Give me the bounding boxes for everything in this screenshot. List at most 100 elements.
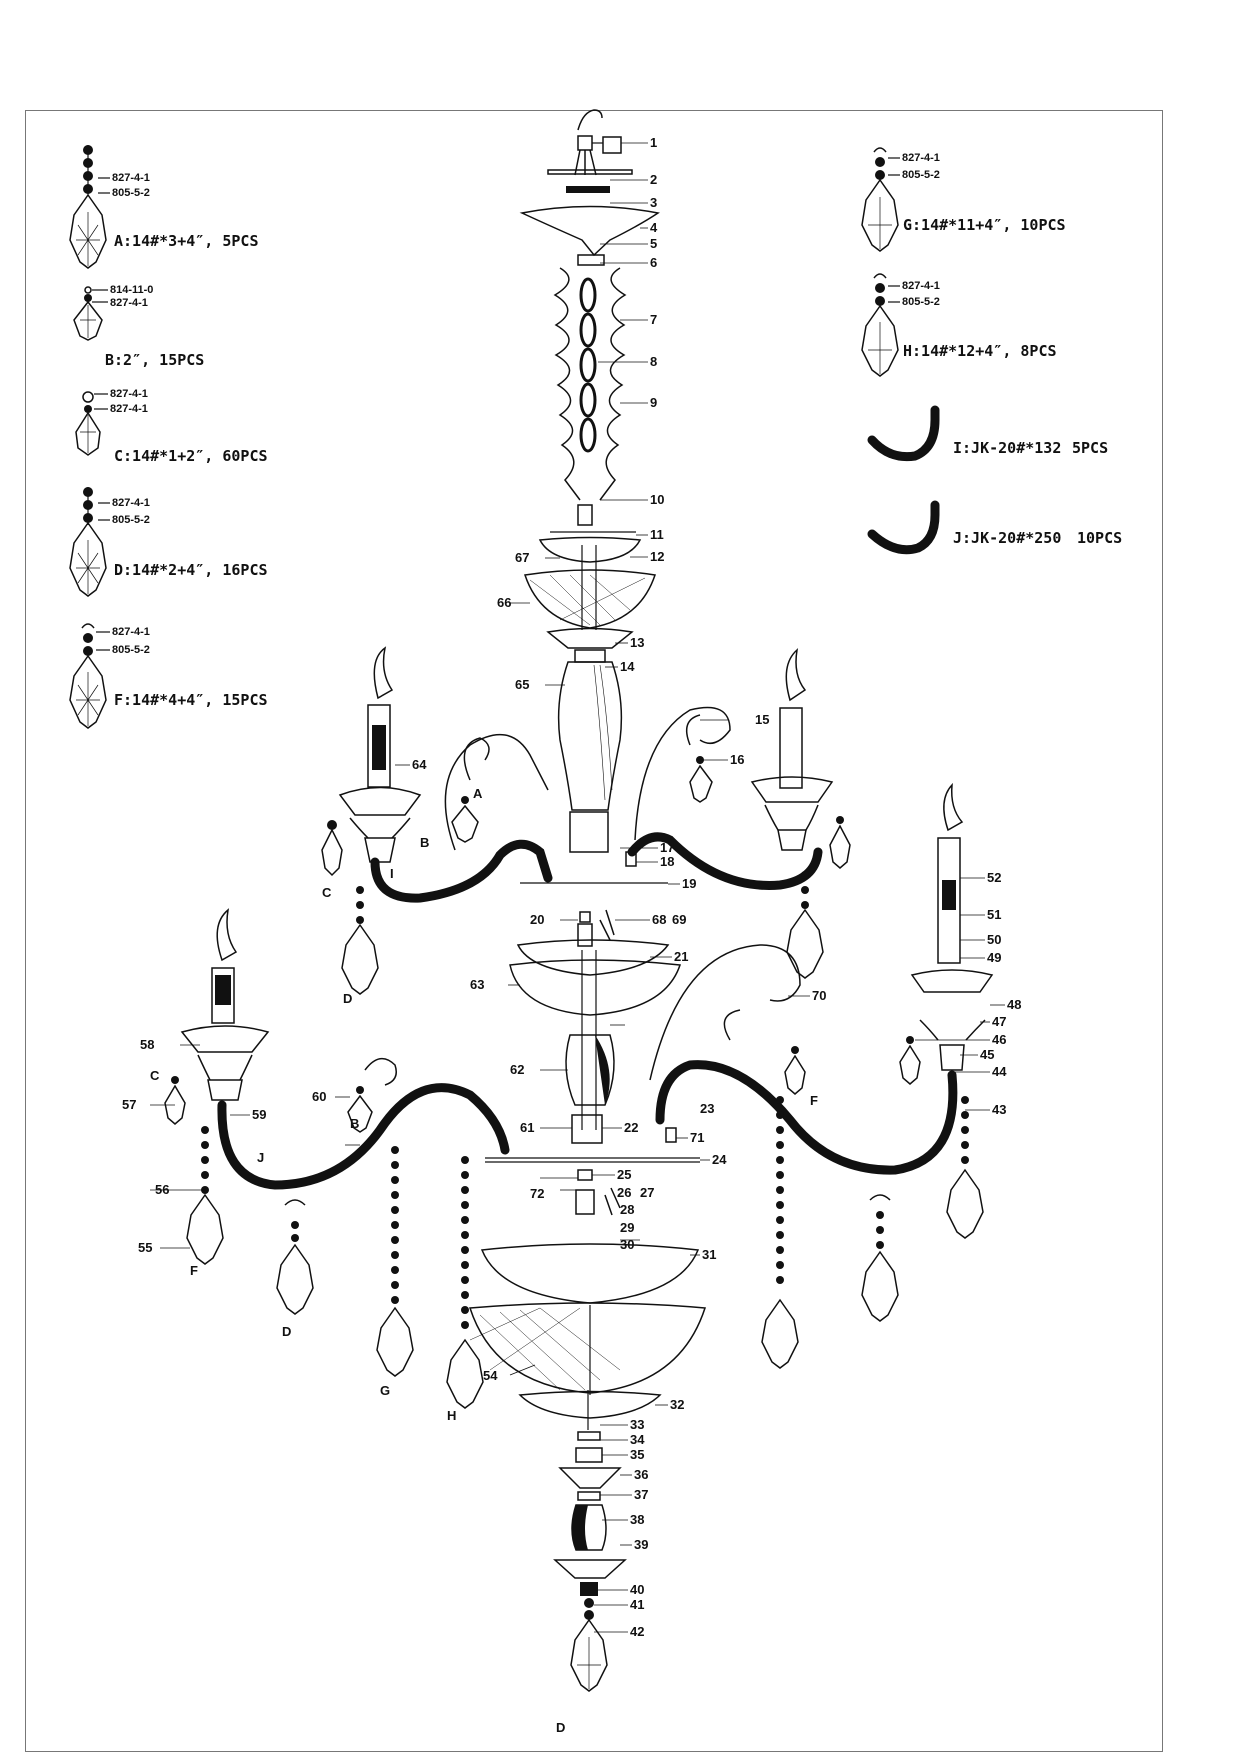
part-label-45: 45: [980, 1047, 994, 1062]
part-label-12: 12: [650, 549, 664, 564]
part-label-14: 14: [620, 659, 635, 674]
part-label-59: 59: [252, 1107, 266, 1122]
legend-c-code-2: 827-4-1: [110, 403, 148, 415]
legend-crystal-f: [69, 623, 110, 729]
part-label-49: 49: [987, 950, 1001, 965]
callout-f-right: F: [810, 1093, 818, 1108]
part-label-5: 5: [650, 236, 657, 251]
part-label-20: 20: [530, 912, 544, 927]
arm-i-icon: [867, 405, 940, 462]
part-label-4: 4: [650, 220, 658, 235]
part-label-8: 8: [650, 354, 657, 369]
callout-b-lower: B: [350, 1116, 359, 1131]
part-label-27: 27: [640, 1185, 654, 1200]
legend-f-code-2: 805-5-2: [112, 644, 150, 656]
part-label-60: 60: [312, 1089, 326, 1104]
legend-crystal-a: [69, 145, 110, 269]
part-label-43: 43: [992, 1102, 1006, 1117]
part-label-6: 6: [650, 255, 657, 270]
legend-left: 827-4-1 805-5-2 A:14#*3+4″, 5PCS 814-11-…: [69, 145, 268, 729]
callout-g: G: [380, 1383, 390, 1398]
part-label-40: 40: [630, 1582, 644, 1597]
part-label-30: 30: [620, 1237, 634, 1252]
part-label-15: 15: [755, 712, 769, 727]
arm-i-qty: 5PCS: [1072, 439, 1108, 457]
arm-i-spec: I:JK-20#*132: [953, 439, 1061, 457]
part-label-39: 39: [634, 1537, 648, 1552]
legend-crystal-b: [73, 286, 108, 341]
legend-b-code-1: 814-11-0: [110, 284, 153, 296]
callout-h: H: [447, 1408, 456, 1423]
part-label-11: 11: [650, 527, 664, 542]
legend-f-spec: F:14#*4+4″, 15PCS: [114, 691, 268, 709]
part-label-69: 69: [672, 912, 686, 927]
leader-lines: [150, 142, 1005, 1633]
legend-f-code-1: 827-4-1: [112, 626, 150, 638]
part-label-32: 32: [670, 1397, 684, 1412]
part-label-68: 68: [652, 912, 666, 927]
legend-h-code-2: 805-5-2: [902, 296, 940, 308]
crystal-strand-h: [446, 1156, 484, 1409]
part-label-66: 66: [497, 595, 511, 610]
legend-d-code-1: 827-4-1: [112, 497, 150, 509]
part-label-62: 62: [510, 1062, 524, 1077]
part-label-56: 56: [155, 1182, 169, 1197]
part-label-35: 35: [630, 1447, 644, 1462]
legend-b-code-2: 827-4-1: [110, 297, 148, 309]
part-label-34: 34: [630, 1432, 645, 1447]
part-label-36: 36: [634, 1467, 648, 1482]
part-label-64: 64: [412, 757, 427, 772]
part-label-48: 48: [1007, 997, 1021, 1012]
arm-j-spec: J:JK-20#*250: [953, 529, 1061, 547]
legend-g-code-2: 805-5-2: [902, 169, 940, 181]
legend-c-code-1: 827-4-1: [110, 388, 148, 400]
part-label-65: 65: [515, 677, 529, 692]
part-label-1: 1: [650, 135, 657, 150]
part-label-70: 70: [812, 988, 826, 1003]
legend-c-spec: C:14#*1+2″, 60PCS: [114, 447, 268, 465]
part-label-58: 58: [140, 1037, 154, 1052]
legend-a-spec: A:14#*3+4″, 5PCS: [114, 232, 259, 250]
legend-g-code-1: 827-4-1: [902, 152, 940, 164]
central-column: [468, 109, 707, 1692]
part-label-38: 38: [630, 1512, 644, 1527]
part-label-44: 44: [992, 1064, 1007, 1079]
part-label-2: 2: [650, 172, 657, 187]
callout-d-lower: D: [282, 1324, 291, 1339]
part-label-26: 26: [617, 1185, 631, 1200]
part-label-31: 31: [702, 1247, 716, 1262]
part-label-51: 51: [987, 907, 1001, 922]
arm-j-icon: [867, 500, 940, 555]
legend-d-spec: D:14#*2+4″, 16PCS: [114, 561, 268, 579]
legend-a-code-2: 805-5-2: [112, 187, 150, 199]
part-label-7: 7: [650, 312, 657, 327]
part-label-19: 19: [682, 876, 696, 891]
part-label-47: 47: [992, 1014, 1006, 1029]
crystal-strand-g: [376, 1146, 414, 1377]
part-label-13: 13: [630, 635, 644, 650]
part-label-17: 17: [660, 840, 674, 855]
part-label-55: 55: [138, 1240, 152, 1255]
part-label-3: 3: [650, 195, 657, 210]
callout-c-lower: C: [150, 1068, 160, 1083]
legend-right: 827-4-1 805-5-2 G:14#*11+4″, 10PCS 827-4…: [861, 147, 1122, 555]
part-label-9: 9: [650, 395, 657, 410]
part-label-25: 25: [617, 1167, 631, 1182]
part-label-24: 24: [712, 1152, 727, 1167]
part-label-42: 42: [630, 1624, 644, 1639]
legend-crystal-h: [861, 273, 900, 377]
callout-a: A: [473, 786, 483, 801]
part-label-28: 28: [620, 1202, 634, 1217]
part-label-71: 71: [690, 1130, 704, 1145]
legend-crystal-c: [75, 391, 108, 456]
legend-a-code-1: 827-4-1: [112, 172, 150, 184]
part-label-10: 10: [650, 492, 664, 507]
callout-i: I: [390, 866, 394, 881]
callout-d-upper: D: [343, 991, 352, 1006]
legend-h-spec: H:14#*12+4″, 8PCS: [903, 342, 1057, 360]
arm-j-qty: 10PCS: [1077, 529, 1122, 547]
part-label-67: 67: [515, 550, 529, 565]
part-label-72: 72: [530, 1186, 544, 1201]
part-label-33: 33: [630, 1417, 644, 1432]
